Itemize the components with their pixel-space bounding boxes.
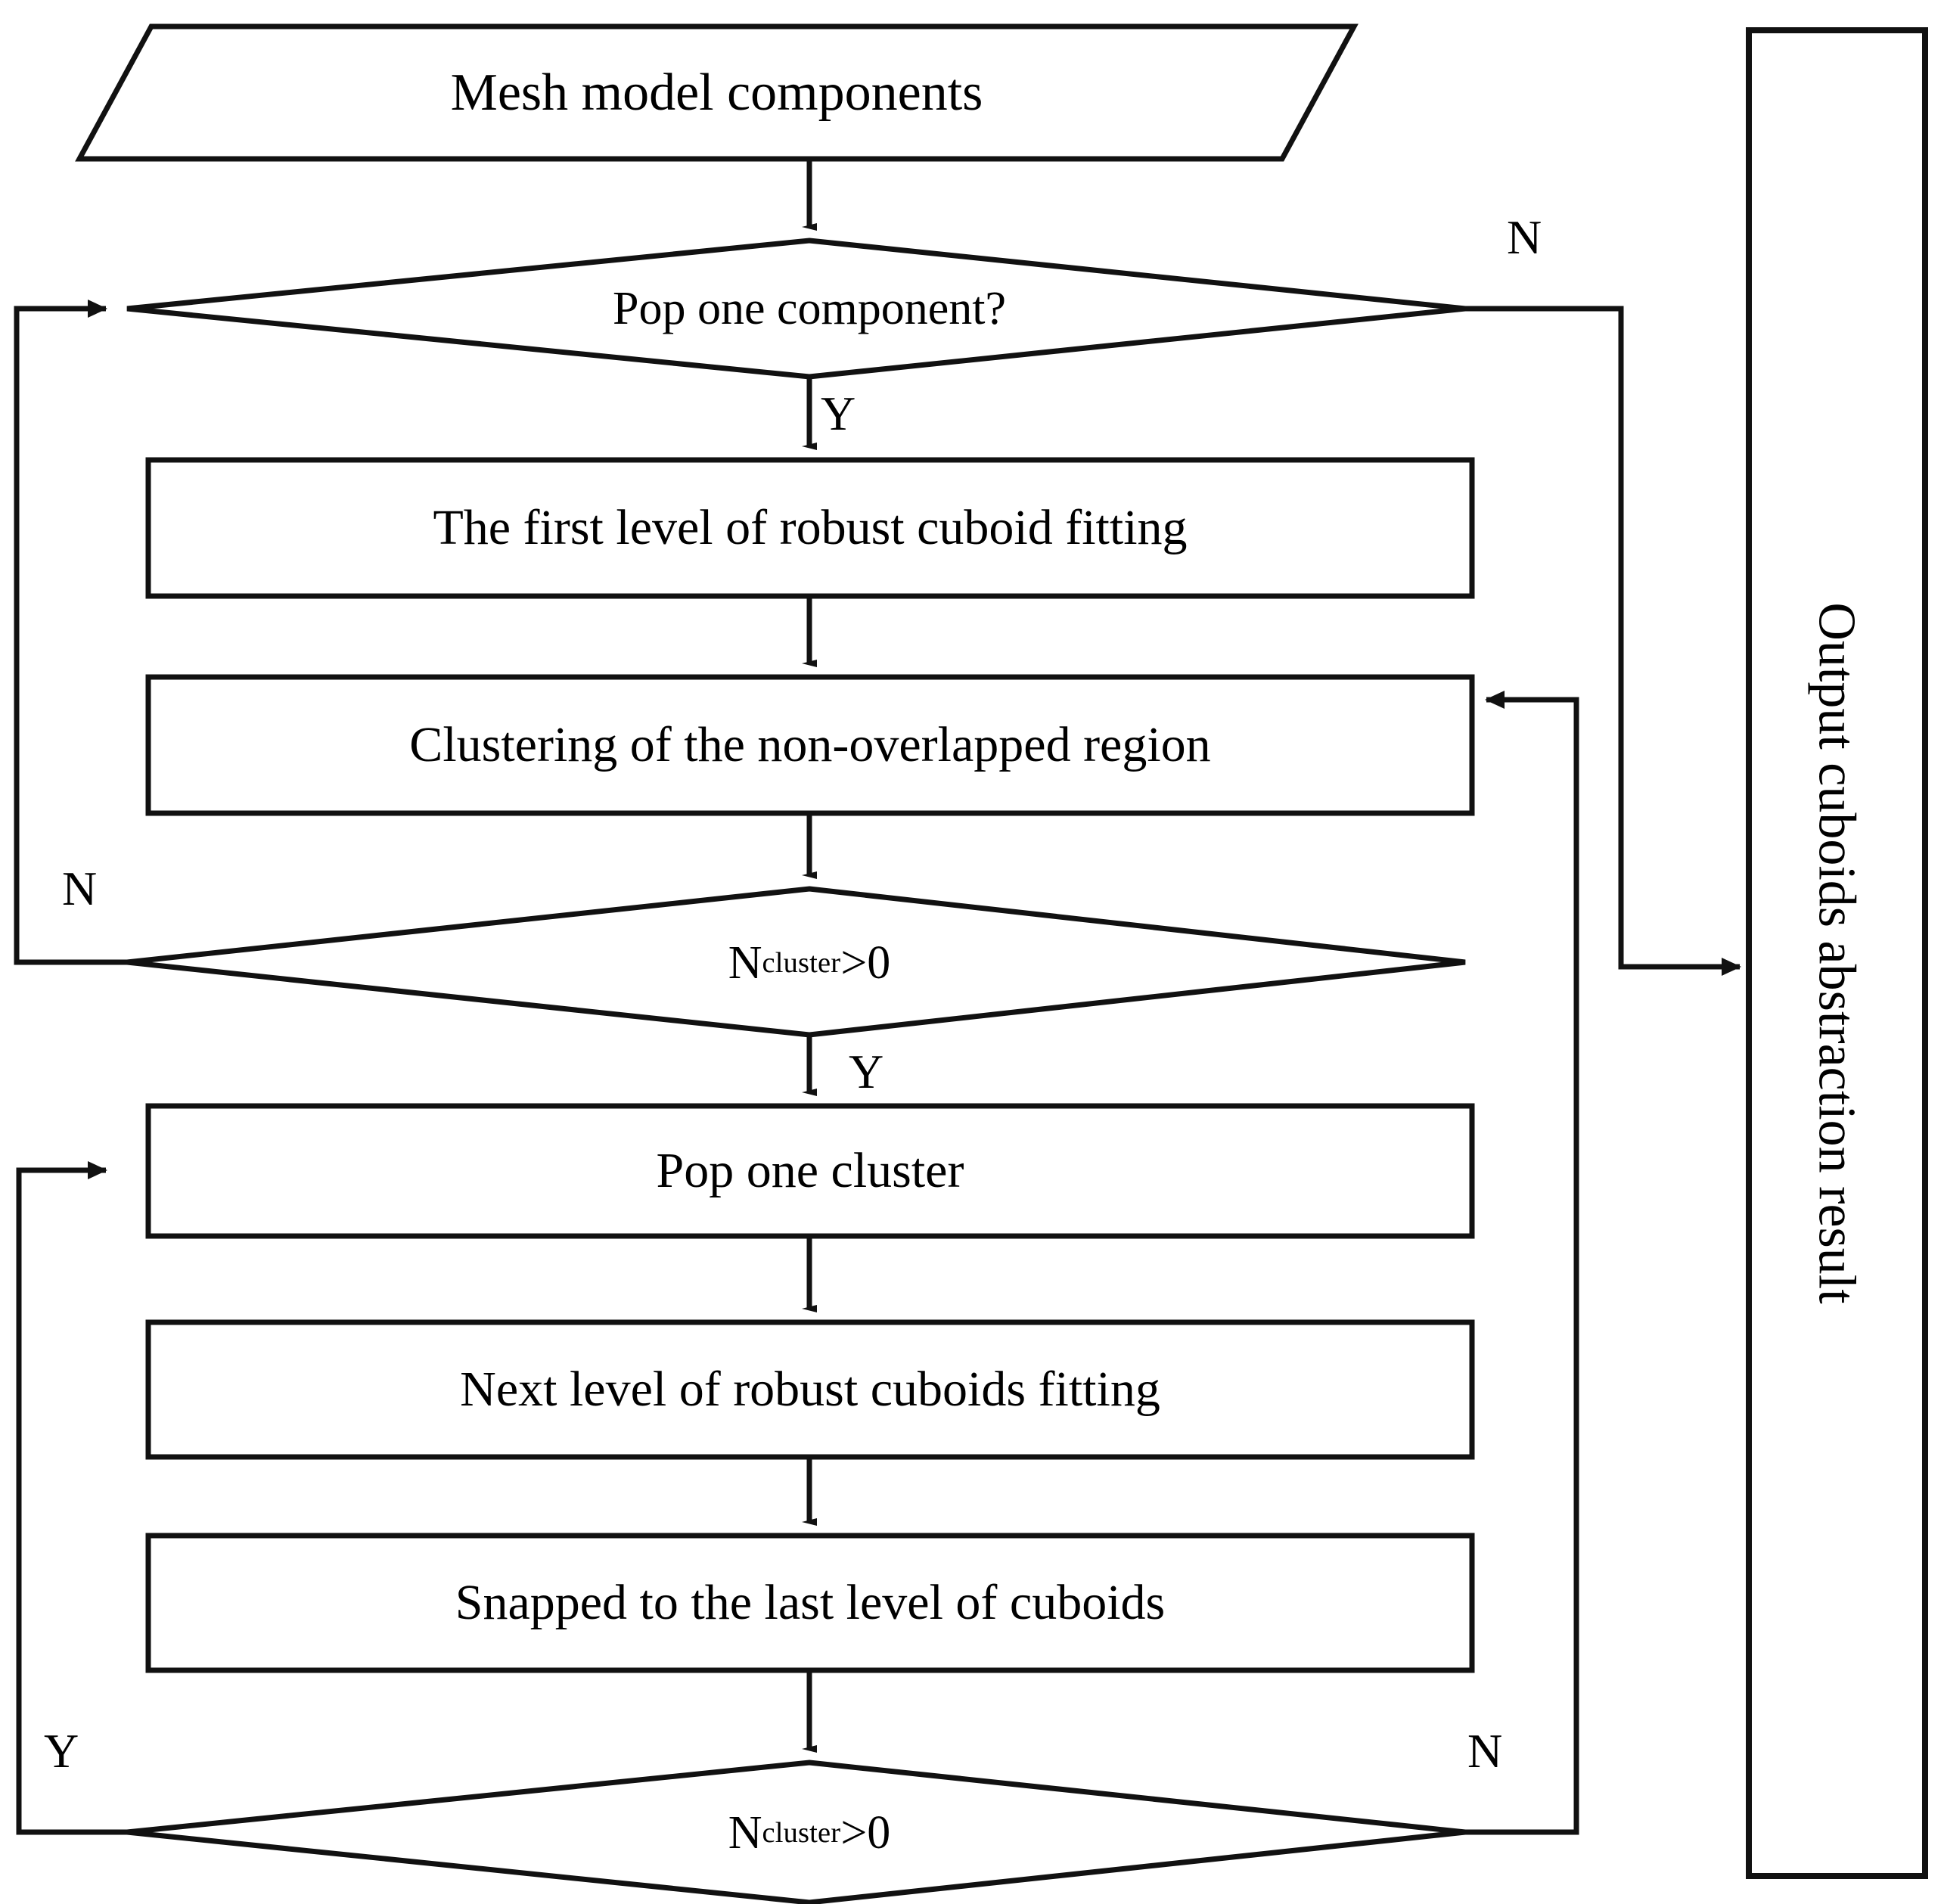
branch-label-pop-component-no: N (1507, 210, 1542, 264)
shape-proc-first-level (145, 457, 1475, 599)
shape-proc-pop-cluster (145, 1103, 1475, 1239)
branch-label-ncluster-top-yes: Y (849, 1045, 884, 1098)
branch-label-ncluster-top-no: N (62, 862, 98, 915)
edge-ncluster-bottom-no-loop (1465, 691, 1579, 1835)
shape-input-mesh (75, 23, 1359, 162)
shape-decision-ncluster-top (126, 886, 1466, 1038)
shape-output-result (1746, 27, 1928, 1879)
branch-label-ncluster-bottom-no: N (1467, 1724, 1503, 1778)
branch-label-ncluster-bottom-yes: Y (44, 1724, 79, 1778)
shape-proc-next-level (145, 1319, 1475, 1460)
shape-proc-snapped (145, 1533, 1475, 1673)
shape-decision-pop-component (126, 238, 1466, 380)
edge-pop-component-no-to-output (1465, 306, 1741, 976)
edge-ncluster-bottom-yes-loop (16, 1161, 127, 1835)
shape-proc-clustering (145, 674, 1475, 816)
edge-ncluster-top-no-loop (14, 300, 127, 965)
branch-label-pop-component-yes: Y (821, 387, 856, 440)
shape-decision-ncluster-bottom (126, 1760, 1466, 1904)
